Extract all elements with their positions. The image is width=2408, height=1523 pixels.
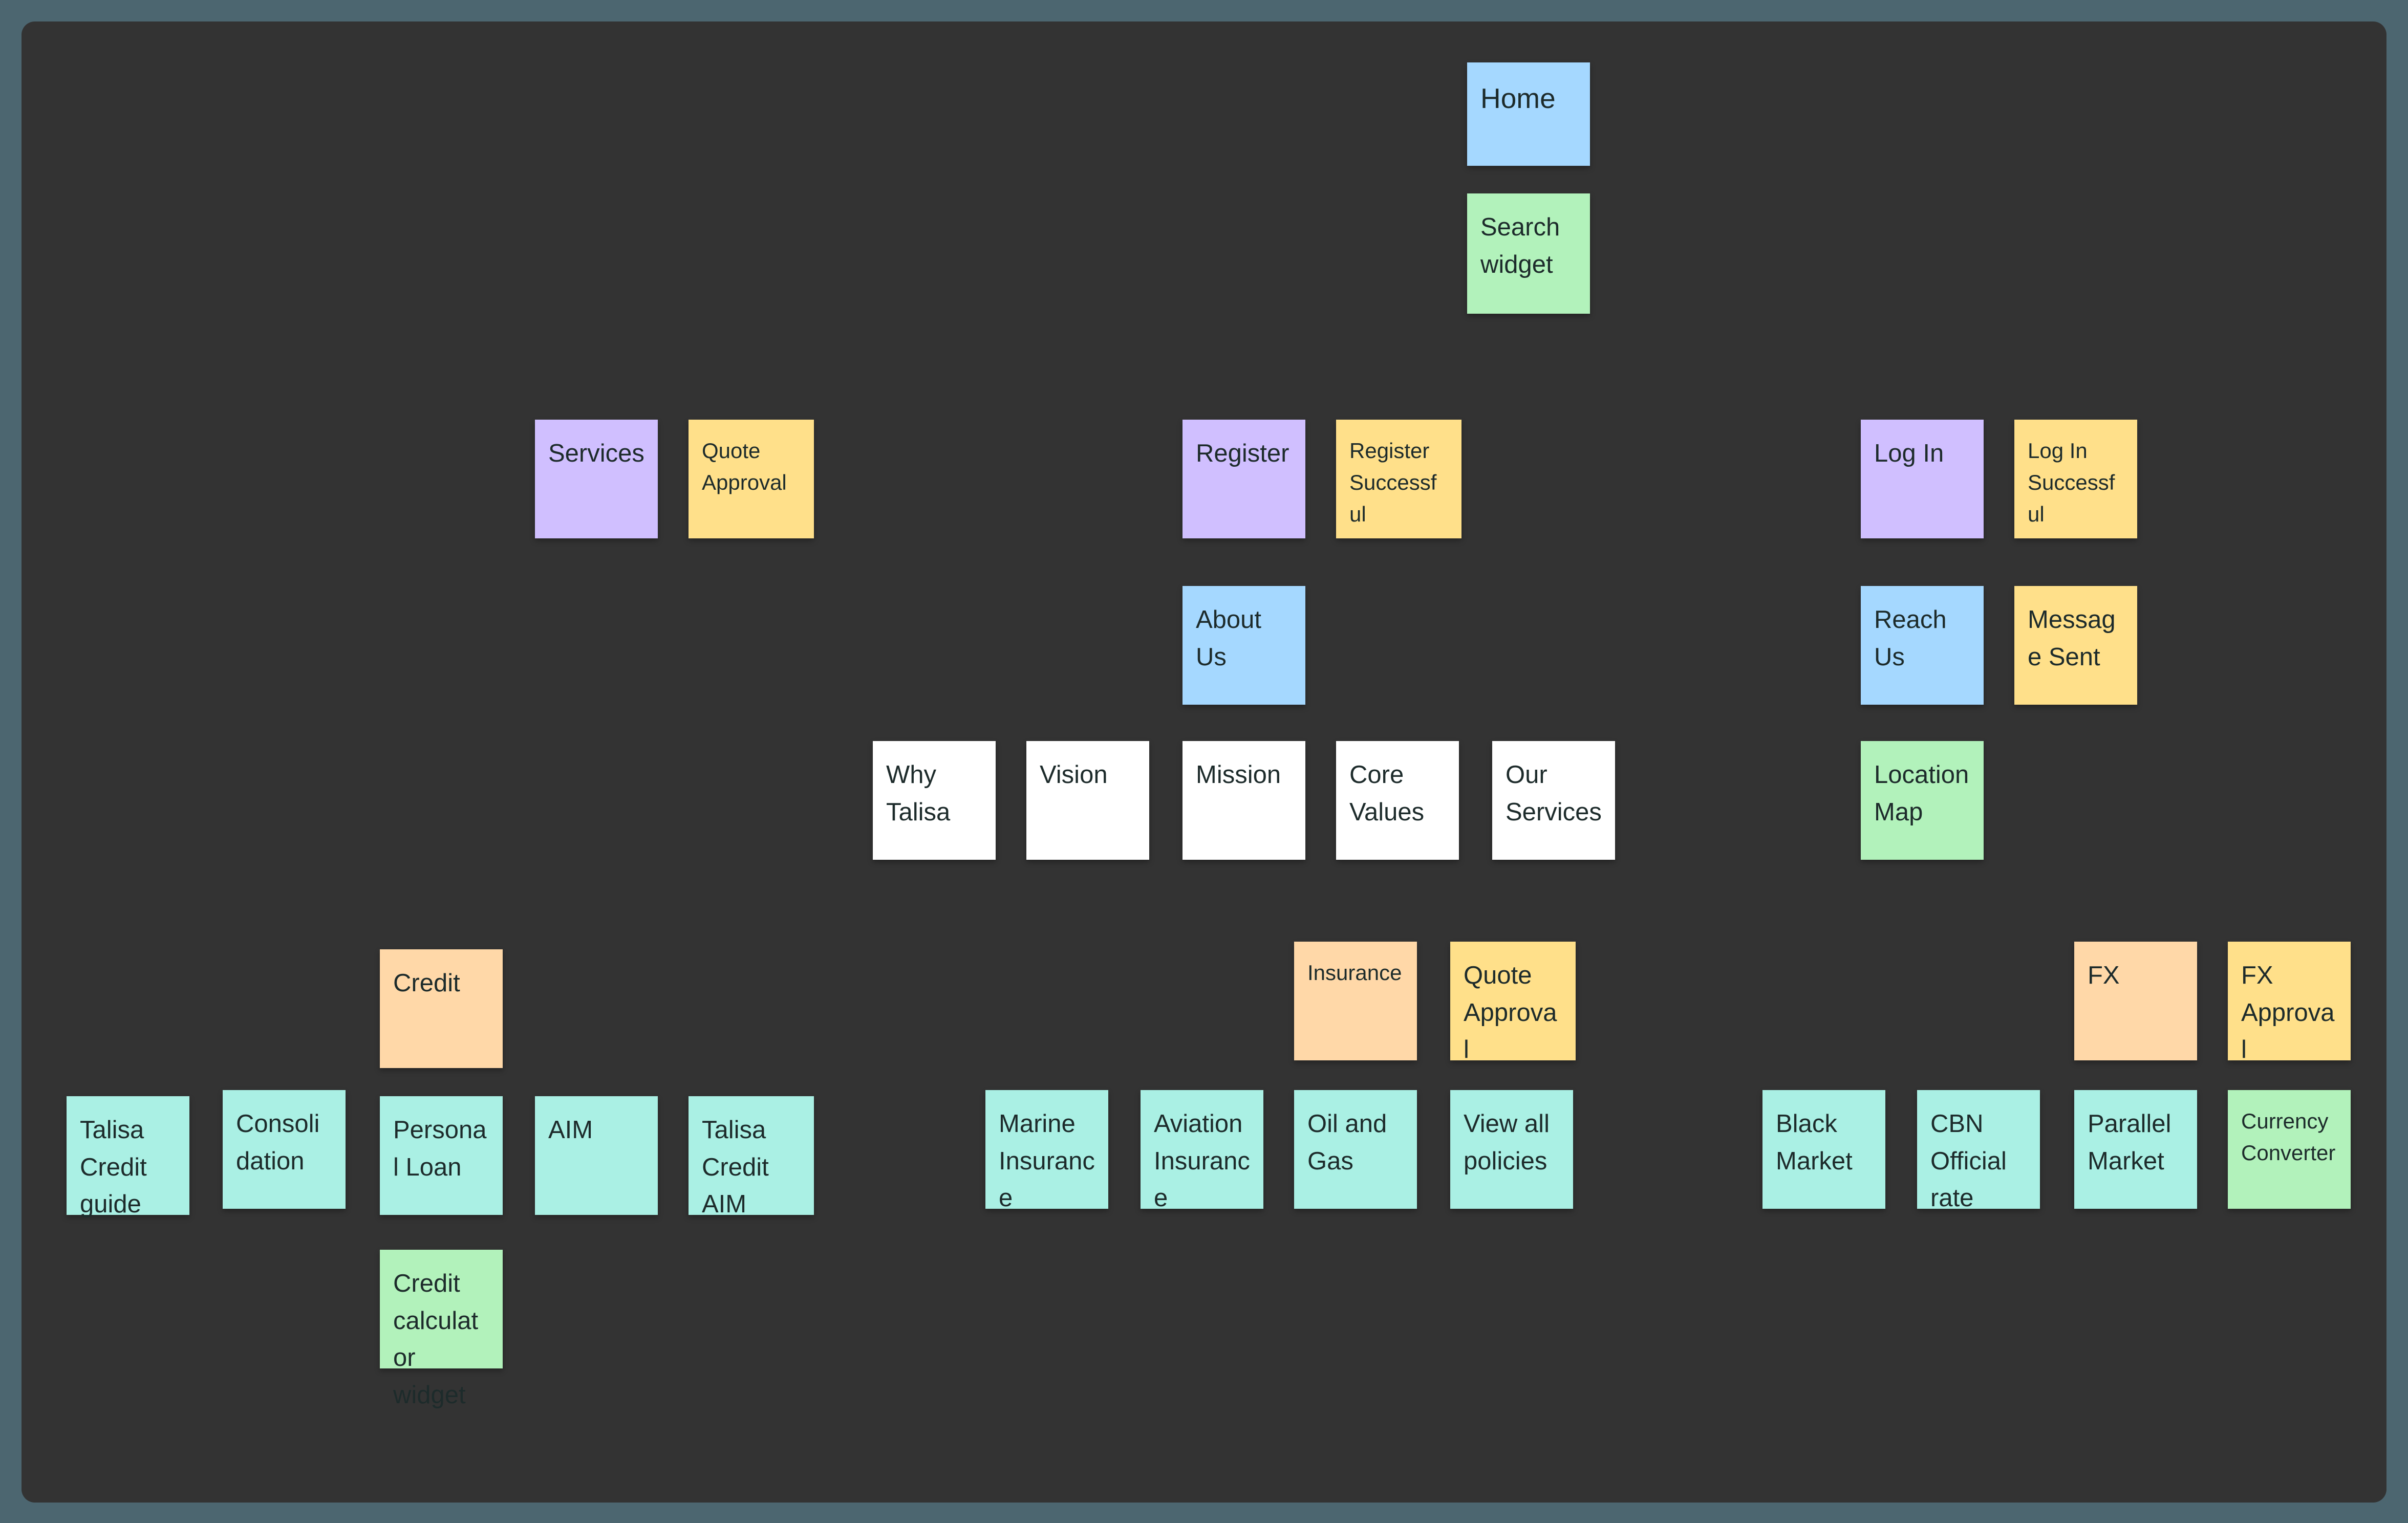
- sitemap-card-cbn-official-rate[interactable]: CBN Official rate: [1917, 1090, 2040, 1212]
- sitemap-card-label: Talisa Credit AIM: [702, 1116, 769, 1219]
- sitemap-card-personal-loan[interactable]: Personal Loan: [380, 1096, 503, 1215]
- sitemap-card-register[interactable]: Register: [1182, 420, 1305, 538]
- sitemap-card-insurance[interactable]: Insurance: [1294, 942, 1417, 1060]
- sitemap-card-label: Reach Us: [1874, 606, 1947, 671]
- sitemap-card-label: Marine Insurance: [999, 1110, 1095, 1212]
- sitemap-card-label: Personal Loan: [393, 1116, 487, 1181]
- sitemap-card-label: Log In Successful: [2028, 439, 2115, 527]
- sitemap-card-label: Register Successful: [1349, 439, 1437, 527]
- sitemap-card-label: Core Values: [1349, 761, 1425, 826]
- sitemap-card-label: Services: [548, 440, 644, 467]
- sitemap-card-quote-approval-2[interactable]: Quote Approval: [1450, 942, 1576, 1063]
- sitemap-card-label: Aviation Insurance: [1154, 1110, 1250, 1212]
- sitemap-card-why-talisa[interactable]: Why Talisa: [873, 741, 996, 860]
- sitemap-card-parallel-market[interactable]: Parallel Market: [2074, 1090, 2197, 1209]
- sitemap-card-label: Log In: [1874, 440, 1944, 467]
- sitemap-card-credit[interactable]: Credit: [380, 949, 503, 1068]
- sitemap-card-label: Mission: [1196, 761, 1281, 789]
- sitemap-card-label: Quote Approval: [702, 439, 787, 495]
- sitemap-card-talisa-credit-guide[interactable]: Talisa Credit guide: [67, 1096, 189, 1218]
- sitemap-card-quote-approval-1[interactable]: Quote Approval: [689, 420, 814, 538]
- sitemap-card-message-sent[interactable]: Message Sent: [2014, 586, 2137, 705]
- sitemap-card-label: Search widget: [1480, 213, 1560, 278]
- sitemap-card-label: Consolidation: [236, 1110, 320, 1175]
- sitemap-card-credit-calc-widget[interactable]: Credit calculator widget: [380, 1250, 503, 1409]
- sitemap-card-label: About Us: [1196, 606, 1262, 671]
- sitemap-card-label: Credit: [393, 969, 460, 997]
- sitemap-card-label: FX: [2088, 962, 2120, 989]
- sitemap-card-about-us[interactable]: About Us: [1182, 586, 1305, 705]
- sitemap-card-aim[interactable]: AIM: [535, 1096, 658, 1215]
- sitemap-card-oil-and-gas[interactable]: Oil and Gas: [1294, 1090, 1417, 1209]
- sitemap-card-log-in-success[interactable]: Log In Successful: [2014, 420, 2137, 538]
- sitemap-card-black-market[interactable]: Black Market: [1762, 1090, 1885, 1209]
- sitemap-card-view-all-policies[interactable]: View all policies: [1450, 1090, 1573, 1209]
- sitemap-card-label: CBN Official rate: [1930, 1110, 2007, 1212]
- sitemap-card-label: Location Map: [1874, 761, 1969, 826]
- sitemap-card-label: Quote Approval: [1464, 962, 1557, 1064]
- sitemap-card-register-success[interactable]: Register Successful: [1336, 420, 1461, 538]
- sitemap-card-label: Why Talisa: [886, 761, 951, 826]
- sitemap-card-reach-us[interactable]: Reach Us: [1861, 586, 1984, 705]
- sitemap-card-label: AIM: [548, 1116, 593, 1144]
- sitemap-card-label: Parallel Market: [2088, 1110, 2172, 1175]
- sitemap-card-consolidation[interactable]: Consolidation: [223, 1090, 346, 1209]
- sitemap-card-label: Black Market: [1776, 1110, 1853, 1175]
- sitemap-card-core-values[interactable]: Core Values: [1336, 741, 1459, 860]
- sitemap-card-fx[interactable]: FX: [2074, 942, 2197, 1060]
- sitemap-card-services[interactable]: Services: [535, 420, 658, 538]
- sitemap-card-label: Insurance: [1307, 961, 1402, 985]
- sitemap-card-search-widget[interactable]: Search widget: [1467, 193, 1590, 314]
- sitemap-card-label: FX Approval: [2241, 962, 2335, 1064]
- sitemap-card-label: Talisa Credit guide: [80, 1116, 147, 1219]
- sitemap-card-currency-converter[interactable]: Currency Converter: [2228, 1090, 2351, 1209]
- sitemap-card-label: Vision: [1040, 761, 1108, 789]
- sitemap-card-label: Oil and Gas: [1307, 1110, 1387, 1175]
- sitemap-card-label: Credit calculator widget: [393, 1270, 479, 1409]
- sitemap-card-label: Our Services: [1506, 761, 1602, 826]
- sitemap-card-aviation-insurance[interactable]: Aviation Insurance: [1141, 1090, 1263, 1212]
- sitemap-card-location-map[interactable]: Location Map: [1861, 741, 1984, 860]
- sitemap-card-label: Home: [1480, 82, 1556, 114]
- sitemap-card-mission[interactable]: Mission: [1182, 741, 1305, 860]
- sitemap-card-marine-insurance[interactable]: Marine Insurance: [985, 1090, 1108, 1212]
- sitemap-card-label: Message Sent: [2028, 606, 2116, 671]
- sitemap-card-our-services[interactable]: Our Services: [1492, 741, 1615, 860]
- sitemap-card-log-in[interactable]: Log In: [1861, 420, 1984, 538]
- sitemap-card-home[interactable]: Home: [1467, 62, 1590, 166]
- sitemap-card-fx-approval[interactable]: FX Approval: [2228, 942, 2351, 1063]
- sitemap-card-label: View all policies: [1464, 1110, 1550, 1175]
- sitemap-card-vision[interactable]: Vision: [1026, 741, 1149, 860]
- sitemap-card-label: Currency Converter: [2241, 1109, 2336, 1165]
- sitemap-card-label: Register: [1196, 440, 1289, 467]
- sitemap-card-talisa-credit-aim[interactable]: Talisa Credit AIM: [689, 1096, 814, 1218]
